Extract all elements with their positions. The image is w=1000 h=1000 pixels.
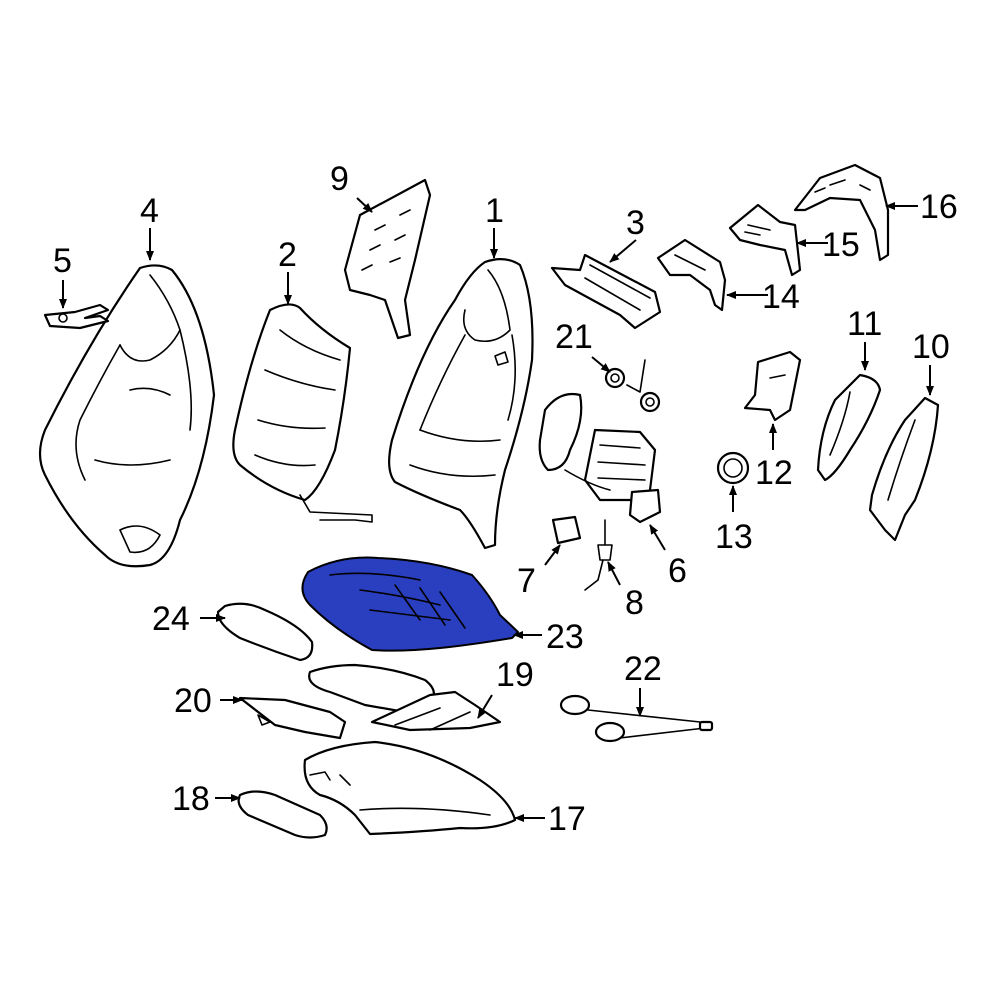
part-16-shell[interactable] <box>793 163 890 262</box>
part-13-knob[interactable] <box>716 451 750 485</box>
part-5-clip[interactable] <box>43 303 110 330</box>
callout-3[interactable]: 3 <box>626 204 645 242</box>
callout-17[interactable]: 17 <box>548 800 586 838</box>
part-6-recliner-assembly[interactable] <box>538 392 662 524</box>
callout-20[interactable]: 20 <box>174 682 212 720</box>
part-12-mount[interactable] <box>743 350 802 422</box>
part-10-side-cover[interactable] <box>868 396 940 542</box>
part-2-backrest-panel[interactable] <box>232 303 373 523</box>
callout-4[interactable]: 4 <box>140 192 159 230</box>
part-9-side-bracket[interactable] <box>343 178 432 340</box>
callout-2[interactable]: 2 <box>278 236 297 274</box>
part-4-backrest-cover[interactable] <box>38 264 216 568</box>
callout-8[interactable]: 8 <box>625 584 644 622</box>
callout-21[interactable]: 21 <box>555 318 593 356</box>
callout-11[interactable]: 11 <box>847 305 882 343</box>
part-3-trim-strip[interactable] <box>550 253 662 330</box>
part-7-switch[interactable] <box>551 515 582 545</box>
part-24-bolster[interactable] <box>216 602 314 662</box>
callout-22[interactable]: 22 <box>624 650 662 688</box>
callout-9[interactable]: 9 <box>330 160 349 198</box>
part-8-cable[interactable] <box>584 519 613 591</box>
callout-24[interactable]: 24 <box>152 600 190 638</box>
callout-23[interactable]: 23 <box>546 618 584 656</box>
callout-labels: 1 2 3 4 5 6 7 8 9 10 11 12 13 14 15 16 1… <box>53 160 958 838</box>
part-22-cable[interactable] <box>559 694 714 743</box>
part-18-pad[interactable] <box>237 790 328 839</box>
callout-5[interactable]: 5 <box>53 242 72 280</box>
callout-14[interactable]: 14 <box>762 278 800 316</box>
part-20-panel[interactable] <box>238 696 347 740</box>
leader-lines <box>59 197 934 822</box>
callout-12[interactable]: 12 <box>755 454 793 492</box>
callout-13[interactable]: 13 <box>715 518 753 556</box>
callout-6[interactable]: 6 <box>668 552 687 590</box>
callout-18[interactable]: 18 <box>172 780 210 818</box>
callout-10[interactable]: 10 <box>912 328 950 366</box>
part-11-side-cover[interactable] <box>816 373 882 482</box>
part-19-cushion-pad[interactable] <box>308 663 502 732</box>
callout-15[interactable]: 15 <box>822 226 860 264</box>
part-15-bracket[interactable] <box>728 203 802 277</box>
callout-19[interactable]: 19 <box>496 656 534 694</box>
part-14-bracket[interactable] <box>656 238 727 312</box>
part-23-seat-cushion[interactable] <box>301 556 519 652</box>
callout-7[interactable]: 7 <box>517 562 536 600</box>
part-17-seat-pan[interactable] <box>303 740 517 836</box>
part-1-backrest-assembly[interactable] <box>388 258 534 550</box>
callout-1[interactable]: 1 <box>485 192 504 230</box>
part-21-grommets[interactable] <box>604 359 661 413</box>
callout-16[interactable]: 16 <box>920 188 958 226</box>
